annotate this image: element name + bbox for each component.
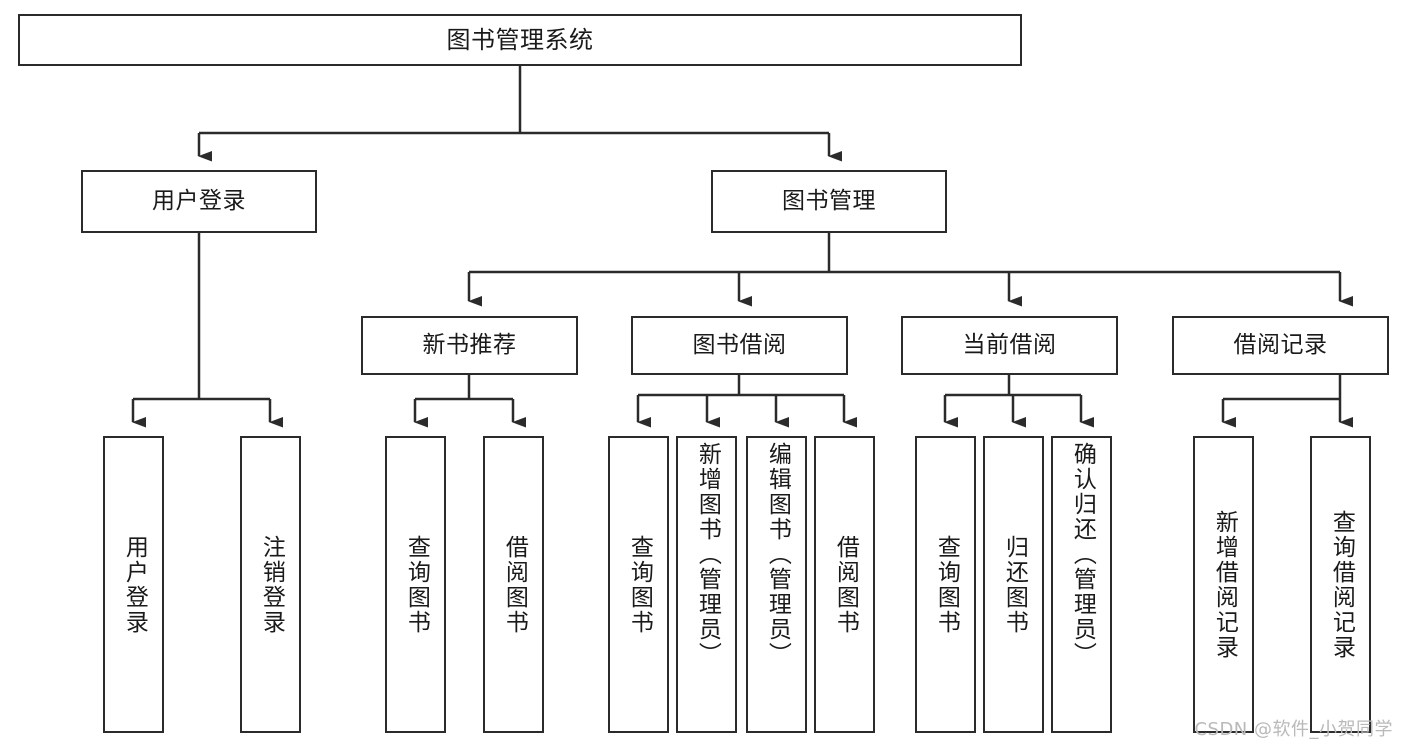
watermark: CSDN @软件_小贺同学 xyxy=(1194,719,1393,740)
node-book-borrow-label: 图书借阅 xyxy=(692,332,787,358)
leaf-confirm-return[interactable]: 确认归还（管理员） xyxy=(1051,436,1112,733)
leaf-user-login[interactable]: 用户登录 xyxy=(103,436,164,733)
node-current-borrow[interactable]: 当前借阅 xyxy=(901,316,1118,375)
leaf-add-book-label: 新增图书（管理员） xyxy=(694,442,721,667)
leaf-borrow-book-1-label: 借阅图书 xyxy=(501,534,528,635)
leaf-borrow-book-1[interactable]: 借阅图书 xyxy=(483,436,544,733)
node-new-book-recommend[interactable]: 新书推荐 xyxy=(361,316,578,375)
leaf-user-login-label: 用户登录 xyxy=(121,534,148,635)
leaf-query-record-label: 查询借阅记录 xyxy=(1328,509,1355,660)
node-book-management[interactable]: 图书管理 xyxy=(711,170,947,233)
node-new-book-recommend-label: 新书推荐 xyxy=(422,332,517,358)
leaf-query-book-2[interactable]: 查询图书 xyxy=(608,436,669,733)
leaf-add-record[interactable]: 新增借阅记录 xyxy=(1193,436,1254,733)
node-book-management-label: 图书管理 xyxy=(782,188,876,214)
node-user-login[interactable]: 用户登录 xyxy=(81,170,317,233)
node-borrow-record[interactable]: 借阅记录 xyxy=(1172,316,1389,375)
leaf-query-book-2-label: 查询图书 xyxy=(626,534,653,635)
leaf-query-book-1-label: 查询图书 xyxy=(403,534,430,635)
leaf-logout-label: 注销登录 xyxy=(258,534,285,635)
leaf-add-record-label: 新增借阅记录 xyxy=(1211,509,1238,660)
node-root[interactable]: 图书管理系统 xyxy=(18,14,1022,66)
leaf-return-book[interactable]: 归还图书 xyxy=(983,436,1044,733)
leaf-query-book-3[interactable]: 查询图书 xyxy=(915,436,976,733)
leaf-borrow-book-2[interactable]: 借阅图书 xyxy=(814,436,875,733)
leaf-edit-book[interactable]: 编辑图书（管理员） xyxy=(746,436,807,733)
leaf-query-book-1[interactable]: 查询图书 xyxy=(385,436,446,733)
leaf-borrow-book-2-label: 借阅图书 xyxy=(832,534,859,635)
node-book-borrow[interactable]: 图书借阅 xyxy=(631,316,848,375)
node-user-login-label: 用户登录 xyxy=(152,188,246,214)
leaf-edit-book-label: 编辑图书（管理员） xyxy=(764,442,791,667)
node-current-borrow-label: 当前借阅 xyxy=(962,332,1057,358)
node-root-label: 图书管理系统 xyxy=(446,26,594,54)
leaf-add-book[interactable]: 新增图书（管理员） xyxy=(676,436,737,733)
leaf-confirm-return-label: 确认归还（管理员） xyxy=(1069,442,1096,667)
leaf-return-book-label: 归还图书 xyxy=(1001,534,1028,635)
leaf-query-book-3-label: 查询图书 xyxy=(933,534,960,635)
leaf-query-record[interactable]: 查询借阅记录 xyxy=(1310,436,1371,733)
node-borrow-record-label: 借阅记录 xyxy=(1233,332,1328,358)
leaf-logout[interactable]: 注销登录 xyxy=(240,436,301,733)
